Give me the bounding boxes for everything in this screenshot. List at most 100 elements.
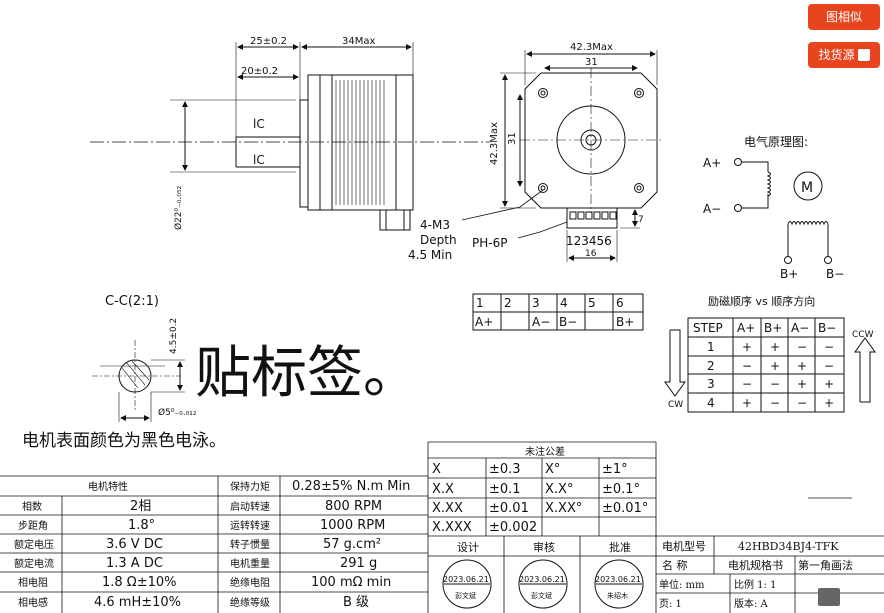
svg-text:+: + bbox=[797, 359, 807, 373]
svg-text:电机型号: 电机型号 bbox=[662, 539, 706, 553]
svg-text:1.8 Ω±10%: 1.8 Ω±10% bbox=[102, 575, 177, 590]
cw-label: CW bbox=[668, 400, 683, 410]
svg-text:额定电流: 额定电流 bbox=[14, 557, 54, 570]
svg-text:1000 RPM: 1000 RPM bbox=[320, 518, 385, 533]
side-dim-25: 25±0.2 bbox=[250, 36, 287, 47]
svg-text:3: 3 bbox=[707, 377, 715, 391]
svg-text:X.XX°: X.XX° bbox=[545, 501, 582, 516]
front-dim-width: 42.3Max bbox=[570, 42, 613, 53]
svg-text:−: − bbox=[797, 340, 807, 354]
svg-text:4.6 mH±10%: 4.6 mH±10% bbox=[94, 595, 181, 610]
schematic-a-plus: A+ bbox=[703, 156, 721, 170]
screw-note-1: 4-M3 bbox=[420, 218, 450, 232]
svg-text:转子惯量: 转子惯量 bbox=[230, 538, 270, 551]
svg-text:批准: 批准 bbox=[609, 540, 631, 554]
surface-note: 电机表面颜色为黑色电泳。 bbox=[22, 431, 226, 451]
svg-text:电机规格书: 电机规格书 bbox=[728, 558, 783, 572]
external-link-icon bbox=[857, 49, 870, 61]
svg-text:+: + bbox=[770, 359, 780, 373]
svg-text:291 g: 291 g bbox=[340, 556, 377, 571]
svg-text:电机重量: 电机重量 bbox=[230, 557, 270, 570]
svg-text:−: − bbox=[797, 396, 807, 410]
svg-text:−: − bbox=[742, 359, 752, 373]
schematic-b-plus: B+ bbox=[780, 267, 798, 281]
svg-text:0.28±5% N.m Min: 0.28±5% N.m Min bbox=[292, 479, 410, 494]
svg-text:版本: A: 版本: A bbox=[734, 597, 769, 610]
svg-text:第一角画法: 第一角画法 bbox=[798, 558, 853, 572]
section-dim-45: 4.5±0.2 bbox=[169, 318, 179, 354]
svg-text:彭文斌: 彭文斌 bbox=[455, 591, 476, 600]
svg-text:单位: mm: 单位: mm bbox=[659, 578, 705, 591]
pin-table bbox=[472, 293, 644, 331]
svg-text:X.X: X.X bbox=[432, 482, 454, 497]
svg-text:−: − bbox=[770, 396, 780, 410]
flat-mark-bottom: lC bbox=[253, 153, 265, 167]
svg-text:比例 1: 1: 比例 1: 1 bbox=[734, 578, 776, 591]
svg-text:STEP: STEP bbox=[693, 321, 723, 335]
svg-text:4: 4 bbox=[707, 396, 715, 410]
svg-text:页: 1: 页: 1 bbox=[659, 598, 682, 610]
specs-title: 电机特性 bbox=[88, 480, 128, 493]
find-supply-label: 找货源 bbox=[818, 48, 855, 62]
svg-text:−: − bbox=[824, 340, 834, 354]
svg-text:X°: X° bbox=[545, 462, 560, 477]
svg-text:2023.06.21: 2023.06.21 bbox=[443, 575, 489, 584]
schematic-b-minus: B− bbox=[826, 267, 844, 281]
similar-image-button[interactable]: 图相似 bbox=[808, 4, 880, 30]
svg-text:±0.01: ±0.01 bbox=[489, 501, 529, 516]
front-dim-7: 7 bbox=[638, 215, 644, 225]
similar-image-label: 图相似 bbox=[825, 10, 862, 24]
svg-text:B−: B− bbox=[559, 315, 577, 329]
label-note: 贴标签。 bbox=[195, 341, 419, 406]
front-dim-h31: 31 bbox=[507, 132, 518, 145]
title-block-text: 电机型号 42HBD34BJ4-TFK 名 称 电机规格书 第一角画法 单位: … bbox=[659, 539, 853, 610]
side-view bbox=[90, 42, 490, 231]
svg-text:±0.1: ±0.1 bbox=[489, 482, 521, 497]
ccw-label: CCW bbox=[852, 330, 874, 340]
svg-text:相电阻: 相电阻 bbox=[18, 576, 48, 589]
svg-text:+: + bbox=[824, 377, 834, 391]
svg-text:彭文斌: 彭文斌 bbox=[531, 591, 552, 600]
side-dim-20: 20±0.2 bbox=[241, 66, 278, 77]
svg-text:A−: A− bbox=[791, 321, 809, 335]
svg-text:B−: B− bbox=[818, 321, 836, 335]
svg-text:2: 2 bbox=[504, 296, 512, 310]
approvals-text: 设计 审核 批准 2023.06.21 2023.06.21 2023.06.2… bbox=[443, 540, 641, 600]
side-dim-34: 34Max bbox=[342, 36, 375, 47]
svg-text:3: 3 bbox=[532, 296, 540, 310]
svg-text:42HBD34BJ4-TFK: 42HBD34BJ4-TFK bbox=[738, 540, 839, 553]
svg-text:B+: B+ bbox=[616, 315, 634, 329]
schematic-title: 电气原理图: bbox=[744, 134, 808, 149]
svg-text:审核: 审核 bbox=[533, 540, 555, 554]
svg-text:+: + bbox=[824, 396, 834, 410]
svg-text:保持力矩: 保持力矩 bbox=[230, 480, 270, 493]
svg-text:+: + bbox=[742, 396, 752, 410]
svg-text:相电感: 相电感 bbox=[18, 596, 48, 609]
svg-text:2023.06.21: 2023.06.21 bbox=[595, 575, 641, 584]
svg-text:2023.06.21: 2023.06.21 bbox=[519, 575, 565, 584]
svg-text:相数: 相数 bbox=[22, 500, 42, 513]
svg-text:额定电压: 额定电压 bbox=[14, 538, 54, 551]
section-title: C-C(2:1) bbox=[105, 294, 159, 309]
svg-text:5: 5 bbox=[588, 296, 596, 310]
svg-text:X.XXX: X.XXX bbox=[432, 520, 472, 535]
schematic-a-minus: A− bbox=[703, 202, 721, 216]
tolerance-table-text: X±0.3 X°±1° X.X±0.1 X.X°±0.1° X.XX±0.01 … bbox=[432, 462, 648, 535]
front-dim-31: 31 bbox=[585, 57, 598, 68]
svg-text:X.X°: X.X° bbox=[545, 482, 573, 497]
svg-text:B 级: B 级 bbox=[343, 595, 369, 610]
wiring-schematic bbox=[734, 158, 832, 264]
screw-note-2: Depth bbox=[420, 233, 457, 247]
find-supply-button[interactable]: 找货源 bbox=[808, 42, 880, 68]
pin-numbers: 123456 bbox=[566, 234, 612, 248]
svg-text:+: + bbox=[770, 340, 780, 354]
excitation-table bbox=[664, 317, 876, 413]
excitation-title: 励磁顺序 vs 顺序方向 bbox=[708, 294, 815, 308]
svg-text:A−: A− bbox=[532, 315, 550, 329]
svg-text:100 mΩ min: 100 mΩ min bbox=[311, 575, 391, 590]
svg-text:A+: A+ bbox=[475, 315, 493, 329]
svg-text:X: X bbox=[432, 462, 441, 477]
